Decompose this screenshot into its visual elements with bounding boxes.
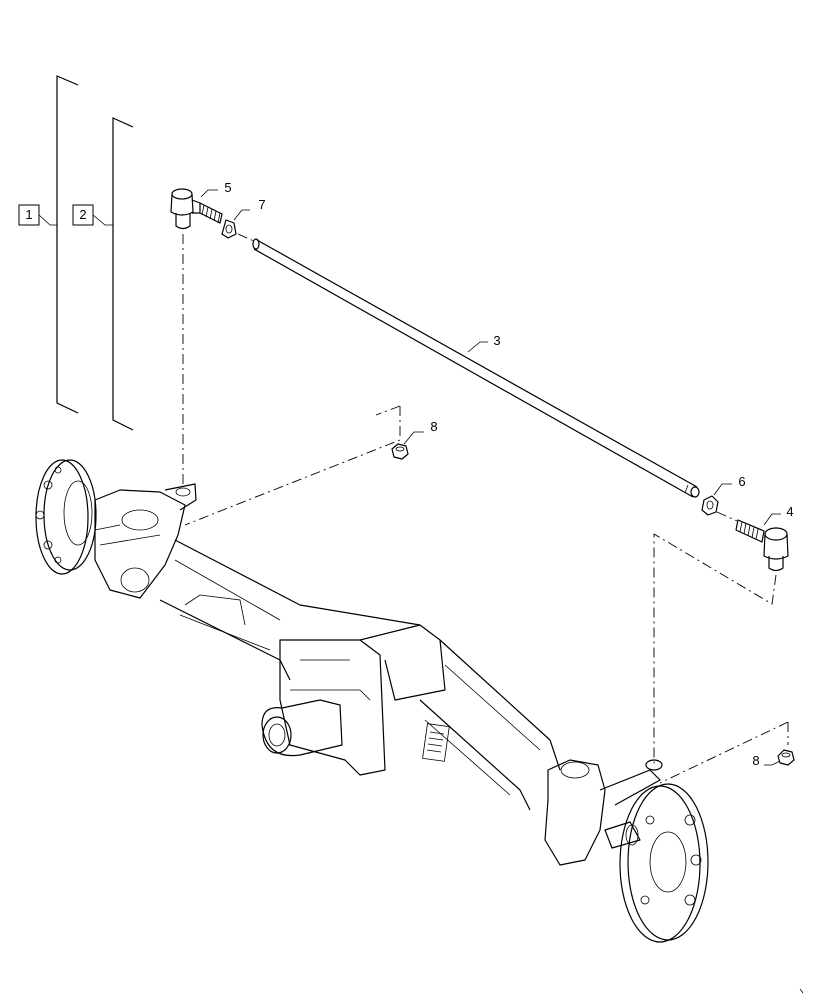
callout-6: 6 bbox=[738, 474, 745, 489]
leader-8-lower bbox=[764, 760, 781, 766]
callout-1: 1 bbox=[25, 207, 32, 222]
tie-rod-tube bbox=[252, 238, 700, 498]
hex-nut-upper bbox=[391, 443, 409, 460]
leader-3 bbox=[467, 341, 488, 353]
callout-5: 5 bbox=[224, 180, 231, 195]
callout-4: 4 bbox=[786, 504, 793, 519]
leader-4 bbox=[763, 513, 781, 526]
alignment-line-6 bbox=[716, 511, 738, 522]
tie-rod-end-left bbox=[170, 188, 223, 230]
jam-nut-left bbox=[221, 219, 237, 239]
assembly-bracket-2 bbox=[72, 117, 134, 431]
assembly-alignment-lines bbox=[182, 234, 789, 784]
jam-nut-right bbox=[701, 495, 719, 516]
front-axle-housing bbox=[35, 459, 709, 943]
assembly-bracket-1 bbox=[18, 75, 79, 414]
alignment-line-7 bbox=[237, 233, 257, 243]
callout-3: 3 bbox=[493, 333, 500, 348]
corner-mark bbox=[799, 988, 804, 994]
hex-nut-lower bbox=[777, 749, 795, 766]
leader-7 bbox=[233, 209, 250, 221]
callout-2: 2 bbox=[79, 207, 86, 222]
leader-6 bbox=[713, 483, 732, 496]
leader-8-upper bbox=[403, 431, 424, 445]
tie-rod-end-right bbox=[735, 519, 789, 572]
callout-8-upper: 8 bbox=[430, 419, 437, 434]
callout-8-lower: 8 bbox=[752, 753, 759, 768]
callout-7: 7 bbox=[258, 197, 265, 212]
leader-5 bbox=[200, 189, 218, 198]
